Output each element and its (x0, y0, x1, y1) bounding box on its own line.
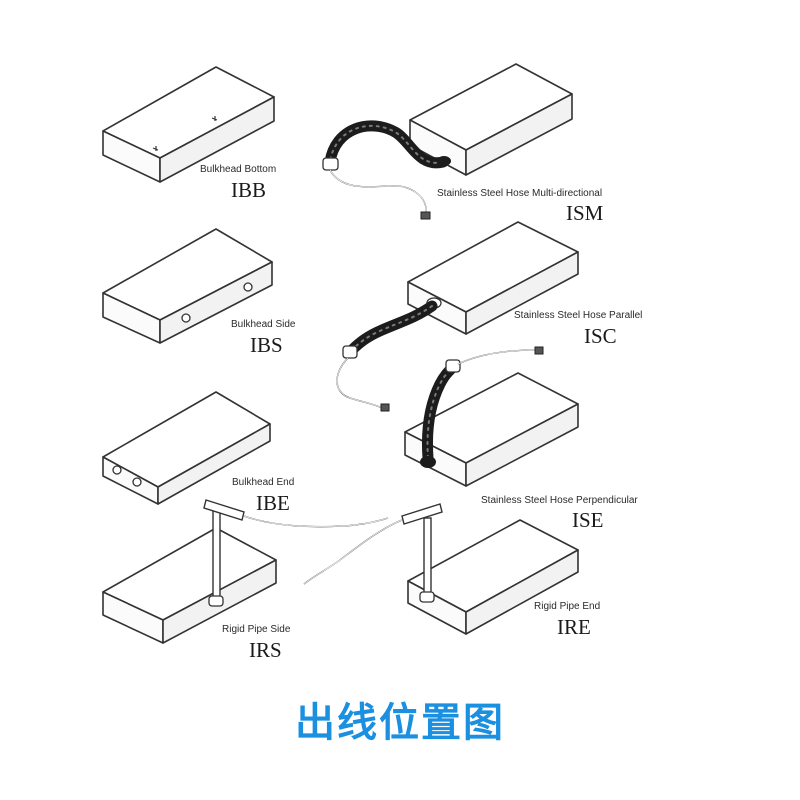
hose-parallel (336, 297, 442, 412)
code-irs: IRS (249, 638, 282, 662)
label-bulkhead-side: Bulkhead Side (231, 319, 296, 330)
box-bulkhead-end (102, 391, 271, 505)
code-ise: ISE (572, 508, 604, 532)
hose-multi-directional (322, 120, 451, 220)
rigid-pipe-end (303, 503, 443, 603)
label-hose-perpendicular: Stainless Steel Hose Perpendicular (481, 495, 638, 506)
label-rigid-pipe-end: Rigid Pipe End (534, 601, 600, 612)
hose-perpendicular (420, 346, 544, 468)
label-hose-parallel: Stainless Steel Hose Parallel (514, 310, 642, 321)
box-hose-perpendicular (404, 372, 579, 487)
label-bulkhead-bottom: Bulkhead Bottom (200, 164, 276, 175)
code-ibb: IBB (231, 178, 266, 202)
code-ibs: IBS (250, 333, 283, 357)
box-rigid-pipe-end (407, 519, 579, 635)
code-ibe: IBE (256, 491, 290, 515)
box-bulkhead-side (102, 228, 273, 344)
bottom-outlet-mark (152, 146, 159, 151)
page-title: 出线位置图 (295, 700, 505, 746)
side-outlet-fitting (243, 282, 253, 292)
label-hose-multi-directional: Stainless Steel Hose Multi-directional (437, 188, 602, 199)
rigid-pipe-side (203, 499, 389, 607)
label-bulkhead-end: Bulkhead End (232, 477, 294, 488)
code-ire: IRE (557, 615, 591, 639)
box-bulkhead-bottom (102, 66, 275, 183)
end-outlet-fitting (132, 477, 142, 487)
box-hose-multi-directional (409, 63, 573, 176)
label-rigid-pipe-side: Rigid Pipe Side (222, 624, 291, 635)
code-ism: ISM (566, 201, 604, 225)
bottom-outlet-mark (211, 116, 218, 121)
end-outlet-fitting (112, 465, 122, 475)
side-outlet-fitting (181, 313, 191, 323)
code-isc: ISC (584, 324, 617, 348)
